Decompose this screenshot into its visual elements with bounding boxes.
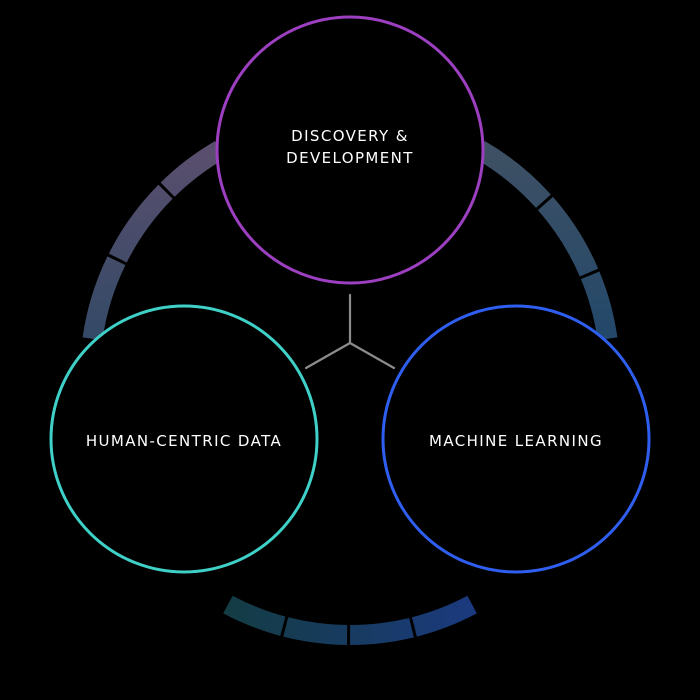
node-label-machine-learning: MACHINE LEARNING [429,432,603,450]
ring-arc-right [474,141,618,341]
node-circle-human-centric [49,304,319,574]
connector-arm-right [348,341,396,370]
outer-ring [82,141,618,645]
ring-arc-left [82,141,226,341]
node-discovery-development: DISCOVERY & DEVELOPMENT [215,15,485,285]
ring-arc-bottom [223,595,477,645]
connector-arm-left [304,341,352,370]
center-connector [304,293,396,370]
node-label-discovery-line-1: DISCOVERY & [291,127,409,145]
node-circle-machine-learning [381,304,651,574]
node-label-discovery-line-2: DEVELOPMENT [286,149,414,167]
node-label-human-centric: HUMAN-CENTRIC DATA [86,432,282,450]
node-circle-discovery [215,15,485,285]
node-human-centric-data: HUMAN-CENTRIC DATA [49,304,319,574]
node-machine-learning: MACHINE LEARNING [381,304,651,574]
